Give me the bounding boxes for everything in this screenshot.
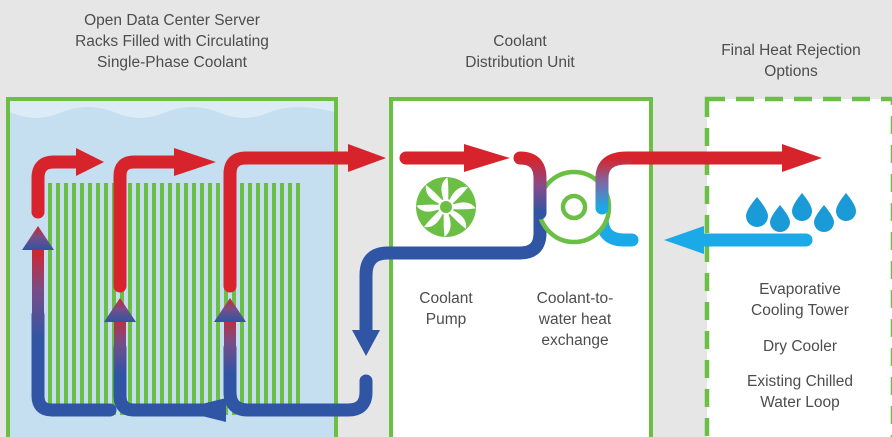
racks-heading: Open Data Center Server Racks Filled wit… xyxy=(75,12,269,71)
rising-coolant-flow xyxy=(22,226,246,374)
cdu-box xyxy=(389,97,653,437)
cool-return-flow xyxy=(31,206,547,417)
dry-cooler-label: Dry Cooler xyxy=(762,338,838,355)
hot-supply-flow xyxy=(31,151,793,293)
server-racks xyxy=(48,183,300,415)
heat-exchanger-label: Coolant-to- water heat exchange xyxy=(536,290,614,349)
heat-rejection-heading: Final Heat Rejection Options xyxy=(721,42,861,80)
evaporative-cooling-tower-label: Evaporative Cooling Tower xyxy=(751,281,849,319)
hot-supply-arrowheads xyxy=(76,144,822,176)
water-drops-icon xyxy=(746,193,856,232)
chilled-water-loop-label: Existing Chilled Water Loop xyxy=(747,373,853,411)
heat-exchanger-icon xyxy=(513,151,634,245)
cdu-heading: Coolant Distribution Unit xyxy=(465,33,575,71)
pump-label: Coolant Pump xyxy=(419,290,473,328)
cool-return-arrowheads xyxy=(178,330,380,422)
fan-icon xyxy=(416,177,476,237)
